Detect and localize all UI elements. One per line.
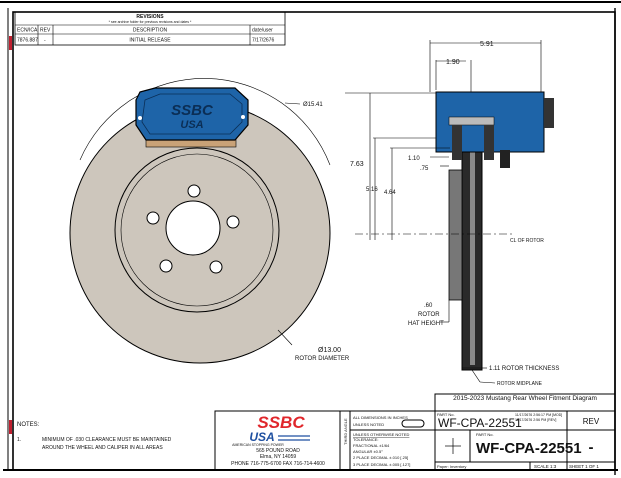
dim-overall-width: 5.91 [480,41,494,48]
slot-symbol [401,419,425,428]
dim-caliper-offset: 1.90 [446,59,460,66]
outer-diameter-label: Ø15.41 [303,102,323,108]
front-view: SSBC USA Ø15.41 Ø13.00 ROTOR DIAMETER [69,78,350,364]
part-no-large: WF-CPA-22551 [476,440,582,457]
tolerance-title: UNLESS OTHERWISE NOTED [353,432,409,437]
third-angle: THIRD ANGLE [343,418,348,445]
dim-1-10: 1.10 [408,156,420,162]
hat-height-label-1: ROTOR [418,312,440,318]
dim-height-a: 5.16 [366,187,378,193]
company-logo-sub: USA [249,430,274,444]
company-logo: SSBC [257,413,305,432]
rev-cell-rev: - [44,38,46,44]
part-note-1: 11/17/2676 2:56:17 PM [MOD] [515,413,562,417]
caliper-front: SSBC USA [135,87,249,148]
rotor-diameter-label: ROTOR DIAMETER [295,356,350,362]
revisions-subtitle: * see archive folder for previous revisi… [109,20,192,24]
rev-header-desc: DESCRIPTION [133,28,168,34]
tolerance-3: 2 PLACE DECIMAL ±.010 [.25] [353,455,408,460]
company-tagline: AMERICAN STOPPING POWER [232,443,284,447]
part-note-2: 11/17/2676 2:56 PM [REV] [515,418,556,422]
note-line-1: MINIMUM OF .030 CLEARANCE MUST BE MAINTA… [42,437,172,443]
rev-cell-ecn: 7876.887 [17,38,38,44]
caliper-logo-bottom: USA [180,119,203,131]
note-number: 1. [17,437,21,443]
wheel-clearance-arc [79,78,331,166]
rev-header-ecn: ECN/ICA [17,28,38,34]
rev-cell-desc: INITIAL RELEASE [129,38,171,44]
dim-height-b: 4.64 [384,190,396,196]
part-no-label-2: PART No. [476,432,494,437]
caliper-logo-top: SSBC [171,102,214,119]
tolerance-4: 3 PLACE DECIMAL ±.005 [.127] [353,462,410,467]
paper-label: Paper: Inventory [437,464,466,469]
tolerance-1: FRACTIONAL ±1/64 [353,443,390,448]
hub-bore [165,200,221,256]
revisions-table: REVISIONS * see archive folder for previ… [14,11,286,46]
centerline-label: CL OF ROTOR [510,238,544,244]
rotor-hat-ring [114,147,280,313]
part-no-small: WF-CPA-22551 [438,416,522,430]
note-line-2: AROUND THE WHEEL AND CALIPER IN ALL AREA… [42,445,163,451]
dim-0-75: .75 [420,166,429,172]
drawing-title: 2015-2023 Mustang Rear Wheel Fitment Dia… [453,395,597,402]
rotor-diameter-value: Ø13.00 [318,347,341,354]
rotor-midplane-label: ROTOR MIDPLANE [497,381,543,387]
dims-note-2: UNLESS NOTED [353,422,384,427]
rev-value: - [589,439,594,456]
dim-overall-height: 7.63 [350,161,364,168]
side-view: 5.91 1.90 7.63 5.16 4.64 1.10 .75 CL OF … [345,40,559,387]
rotor-thickness-label: 1.11 ROTOR THICKNESS [489,366,559,372]
rotor-hat-section [448,169,463,301]
notes-title: NOTES: [17,422,40,428]
tolerance-label: TOLERANCE: [353,437,379,442]
lug-holes [146,184,240,274]
address-1: 565 POUND ROAD [256,448,300,454]
phone: PHONE 716-775-6700 FAX 716-714-4600 [231,461,325,467]
rev-label: REV [583,417,600,426]
rev-cell-date: 7/17/2676 [252,38,274,44]
notes: NOTES: 1. MINIMUM OF .030 CLEARANCE MUST… [17,422,172,451]
rev-header-date: date/user [252,28,273,34]
datum-target-icon [445,438,461,454]
address-2: Elma, NY 14059 [260,454,297,460]
revisions-title: REVISIONS [136,14,164,20]
hat-height-value: .60 [424,303,433,309]
hat-height-label-2: HAT HEIGHT [408,321,444,327]
scale-label: SCALE 1:3 [534,464,557,469]
title-block: SSBC USA AMERICAN STOPPING POWER 565 POU… [214,393,616,471]
tolerance-2: ANGULAR ±0.5° [353,449,383,454]
dims-note-1: ALL DIMENSIONS IN INCHES [353,415,408,420]
rev-header-rev: REV [40,28,51,34]
sheet-label: SHEET 1 OF 1 [569,464,599,469]
part-no-label: PART No. [437,412,455,417]
